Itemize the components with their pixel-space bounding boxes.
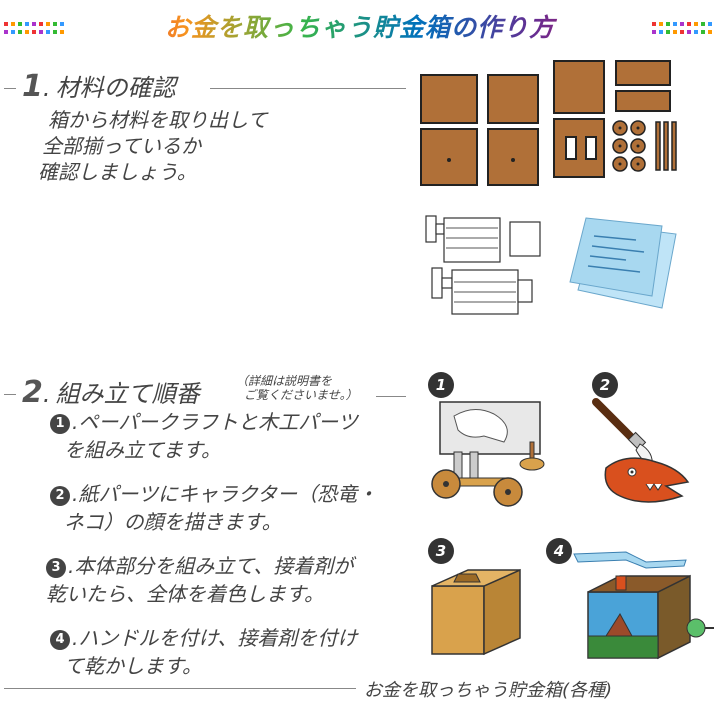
wood-panel — [553, 60, 605, 114]
step-3-line-1: .本体部分を組み立て、接着剤が — [68, 554, 354, 578]
badge-4: 4 — [546, 538, 572, 564]
step-1-line-1: .ペーパークラフトと木工パーツ — [72, 410, 358, 434]
paper-parts-icon — [425, 215, 541, 315]
section2-title: 組み立て順番 — [55, 380, 200, 408]
title-decoration-right-2 — [652, 30, 714, 34]
painting-dino-illustration — [592, 398, 690, 503]
footer-caption: お金を取っちゃう貯金箱(各種) — [364, 680, 613, 701]
title-decoration-left — [4, 22, 66, 26]
section1-title: 材料の確認 — [55, 74, 176, 102]
cardboard-box-illustration — [431, 568, 521, 656]
badge-1: 1 — [428, 372, 454, 398]
step-4-number: 4 — [50, 630, 70, 650]
section2-rule — [376, 396, 406, 397]
step-2-number: 2 — [50, 486, 70, 506]
wood-wheels-and-sticks — [612, 120, 677, 172]
step-2-line-2: ネコ）の顔を描きます。 — [64, 510, 282, 534]
step-1: 1.ペーパークラフトと木工パーツ を組み立てます。 — [50, 408, 358, 464]
badge-2: 2 — [592, 372, 618, 398]
painted-diorama-box-illustration — [573, 551, 714, 660]
wood-panel — [420, 74, 478, 124]
step-3-line-2: 乾いたら、全体を着色します。 — [46, 582, 324, 606]
step-1-number: 1 — [50, 414, 70, 434]
step-2-line-1: .紙パーツにキャラクター（恐竜・ — [72, 482, 378, 506]
assembly-illustration — [431, 401, 545, 507]
instruction-sheets-icon — [569, 217, 677, 309]
step-4-line-1: .ハンドルを付け、接着剤を付け — [72, 626, 358, 650]
title-decoration-right — [652, 22, 714, 26]
wood-panel-with-slots — [553, 118, 605, 178]
step-1-line-2: を組み立てます。 — [64, 438, 221, 462]
wood-panel-with-hole — [487, 128, 539, 186]
wood-strip — [615, 60, 671, 86]
section2-heading: 2. 組み立て順番 — [22, 375, 200, 410]
step-4: 4.ハンドルを付け、接着剤を付け て乾かします。 — [50, 624, 357, 680]
badge-3: 3 — [428, 538, 454, 564]
wood-panel-with-hole — [420, 128, 478, 186]
step-3-number: 3 — [46, 558, 66, 578]
page-title: お金を取っちゃう貯金箱の作り方 — [70, 8, 650, 44]
section1-line-3: 確認しましょう。 — [38, 160, 197, 184]
footer-rule — [4, 688, 356, 689]
step-4-line-2: て乾かします。 — [64, 654, 202, 678]
step-2: 2.紙パーツにキャラクター（恐竜・ ネコ）の顔を描きます。 — [50, 480, 377, 536]
section2-number: 2 — [22, 375, 43, 410]
section1-line-2: 全部揃っているか — [42, 134, 201, 158]
section1-line-1: 箱から材料を取り出して — [48, 108, 268, 132]
section1-number: 1 — [22, 69, 43, 104]
section2-note-line-2: ご覧くださいませ。） — [244, 388, 358, 402]
section2-note-line-1: （詳細は説明書を — [236, 374, 333, 388]
wood-panel — [487, 74, 539, 124]
section1-rule-left — [4, 88, 16, 89]
wood-strip-notched — [615, 90, 671, 112]
section1-heading: 1. 材料の確認 — [22, 69, 176, 104]
title-decoration-left-2 — [4, 30, 66, 34]
step-3: 3.本体部分を組み立て、接着剤が 乾いたら、全体を着色します。 — [46, 552, 353, 608]
section2-rule-left — [4, 394, 16, 395]
section1-rule — [210, 88, 406, 89]
